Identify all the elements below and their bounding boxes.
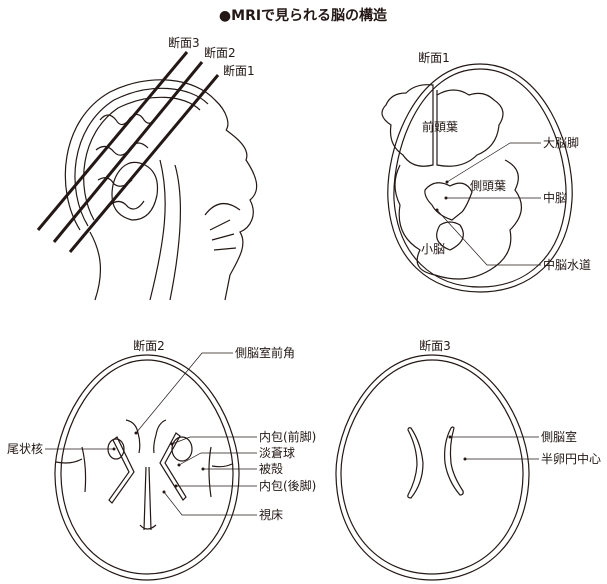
diagram-title: ●MRIで見られる脳の構造 — [219, 7, 387, 24]
section3-axial: 断面3 側脳室 半卵円中心 — [335, 338, 601, 581]
label-internal-capsule-posterior: 内包(後脚) — [259, 478, 316, 493]
cut-label-3: 断面3 — [168, 35, 200, 50]
section1-title: 断面1 — [418, 50, 450, 65]
label-lateral-ventricle: 側脳室 — [541, 429, 577, 444]
label-cerebral-peduncle: 大脳脚 — [543, 135, 579, 150]
label-anterior-horn: 側脳室前角 — [235, 345, 295, 360]
label-globus-pallidus: 淡蒼球 — [259, 446, 295, 460]
label-caudate-nucleus: 尾状核 — [7, 442, 43, 456]
cut-line-2 — [52, 61, 204, 243]
label-cerebral-aqueduct: 中脳水道 — [543, 257, 591, 272]
cut-line-3 — [36, 51, 189, 231]
label-cerebellum: 小脳 — [421, 242, 445, 256]
label-internal-capsule-anterior: 内包(前脚) — [259, 429, 316, 444]
cut-line-1 — [68, 74, 220, 253]
cut-label-1: 断面1 — [223, 63, 255, 78]
section2-title: 断面2 — [133, 338, 165, 353]
section2-axial: 断面2 側脳室前角 内包(前脚) 淡蒼球 被殻 内包(後脚) 視床 尾状核 — [7, 338, 316, 581]
sagittal-head-illustration — [64, 79, 258, 301]
label-putamen: 被殻 — [259, 462, 283, 476]
cut-label-2: 断面2 — [204, 45, 236, 60]
label-temporal-lobe: 側頭葉 — [470, 179, 506, 193]
section3-title: 断面3 — [419, 338, 451, 353]
label-centrum-semiovale: 半卵円中心 — [541, 451, 601, 466]
label-frontal-lobe: 前頭葉 — [422, 119, 458, 134]
label-thalamus: 視床 — [259, 507, 283, 522]
label-midbrain: 中脳 — [543, 190, 567, 205]
section1-axial: 断面1 前頭葉 側頭葉 小脳 大脳脚 中脳 中脳水道 — [381, 50, 591, 293]
